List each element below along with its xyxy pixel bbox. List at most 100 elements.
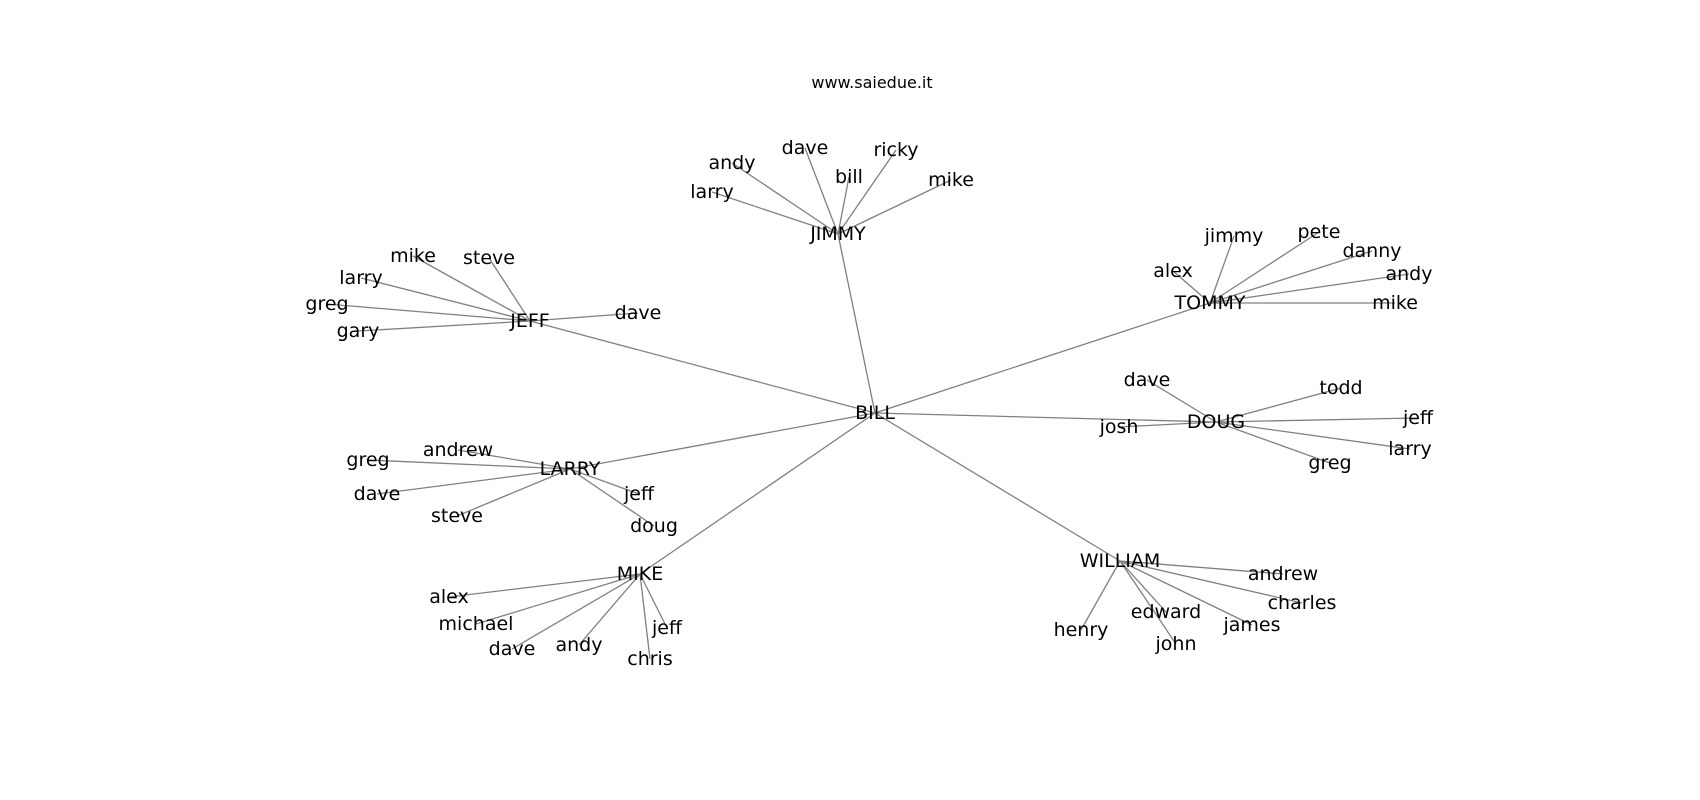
site-title: www.saiedue.it [811,73,932,92]
edge-william-john [1119,560,1177,645]
leaf-node-tommy-mike: mike [1372,292,1418,314]
leaf-node-mike-andy: andy [556,634,603,656]
edge-jimmy-dave [804,147,839,235]
hub-node-mike: MIKE [617,563,663,585]
leaf-node-jimmy-andy: andy [709,152,756,174]
leaf-node-jeff-greg: greg [305,293,348,315]
edge-tommy-pete [1209,231,1320,304]
leaf-node-larry-greg: greg [346,449,389,471]
leaf-node-tommy-pete: pete [1298,221,1341,243]
edge-mike-andy [578,573,641,646]
leaf-node-william-andrew: andrew [1248,563,1318,585]
edge-doug-todd [1215,387,1342,423]
edge-larry-dave [376,468,571,495]
edge-mike-dave [511,573,641,650]
leaf-node-jeff-larry: larry [339,267,382,289]
leaf-node-tommy-danny: danny [1342,240,1401,262]
leaf-node-tommy-jimmy: jimmy [1204,225,1264,247]
hub-node-william: WILLIAM [1080,550,1161,572]
edge-larry-greg [367,459,571,470]
hub-node-tommy: TOMMY [1174,292,1246,314]
edge-larry-andrew [457,449,571,470]
leaf-node-jeff-mike: mike [390,245,436,267]
edge-jeff-steve [488,257,531,322]
leaf-node-larry-dave: dave [354,483,401,505]
edge-doug-larry [1215,421,1411,450]
edge-jeff-gary [357,320,531,332]
edges-layer [326,147,1419,660]
leaf-node-mike-chris: chris [627,648,672,670]
edge-jeff-dave [529,312,639,322]
edge-root-tommy [874,302,1211,414]
leaf-node-mike-jeff: jeff [651,617,683,639]
leaf-node-mike-dave: dave [489,638,536,660]
edge-jeff-larry [360,277,531,322]
edge-mike-chris [639,573,651,660]
hub-node-larry: LARRY [540,458,601,480]
edge-mike-alex [448,573,641,598]
edge-jimmy-andy [731,162,839,235]
leaf-node-william-john: john [1155,633,1197,655]
hub-node-doug: DOUG [1187,411,1245,433]
edge-jimmy-ricky [837,149,897,235]
edge-william-james [1119,560,1253,626]
leaf-node-tommy-alex: alex [1153,260,1193,282]
leaf-node-william-charles: charles [1268,592,1337,614]
edge-mike-jeff [639,573,668,629]
leaf-node-larry-doug: doug [630,515,678,537]
leaf-node-mike-alex: alex [429,586,469,608]
leaf-node-doug-dave: dave [1124,369,1171,391]
edge-tommy-danny [1209,250,1373,304]
leaf-node-jeff-gary: gary [337,320,380,342]
leaf-node-doug-larry: larry [1388,438,1431,460]
edge-larry-steve [456,468,571,517]
leaf-node-jeff-dave: dave [615,302,662,324]
hub-node-jimmy: JIMMY [809,223,866,245]
edge-william-henry [1080,560,1121,631]
root-node-label: BILL [855,402,895,424]
leaf-node-william-henry: henry [1054,619,1109,641]
edge-root-jimmy [837,233,876,414]
leaf-node-tommy-andy: andy [1386,263,1433,285]
edge-tommy-jimmy [1209,235,1235,304]
leaf-node-larry-steve: steve [431,505,483,527]
leaf-node-william-edward: edward [1131,601,1201,623]
leaf-node-doug-jeff: jeff [1402,407,1434,429]
edge-jeff-mike [412,255,531,322]
edge-william-charles [1119,560,1303,604]
leaf-node-larry-jeff: jeff [623,483,655,505]
leaf-node-jeff-steve: steve [463,247,515,269]
edge-tommy-andy [1209,273,1410,304]
edge-doug-jeff [1215,417,1419,423]
edge-doug-josh [1118,421,1217,428]
leaf-node-mike-michael: michael [439,613,514,635]
edge-william-andrew [1119,560,1284,575]
leaf-node-jimmy-larry: larry [690,181,733,203]
leaf-node-jimmy-dave: dave [782,137,829,159]
leaf-node-william-james: james [1222,614,1280,636]
leaf-node-doug-josh: josh [1099,416,1139,438]
edge-william-edward [1119,560,1167,613]
leaf-node-jimmy-bill: bill [835,166,863,188]
edge-root-mike [639,412,876,575]
edge-doug-dave [1146,379,1217,423]
edge-root-william [874,412,1121,562]
edge-mike-michael [475,573,641,625]
edge-jeff-greg [326,303,531,322]
edge-larry-doug [569,468,655,527]
hub-node-jeff: JEFF [509,310,549,332]
leaf-node-larry-andrew: andrew [423,439,493,461]
leaf-node-doug-greg: greg [1308,452,1351,474]
edge-root-doug [874,412,1217,423]
edge-jimmy-larry [711,191,839,235]
edge-root-jeff [529,320,876,414]
edge-root-larry [569,412,876,470]
edge-jimmy-mike [837,179,952,235]
edge-larry-jeff [569,468,640,495]
leaf-node-jimmy-ricky: ricky [873,139,918,161]
edge-tommy-alex [1172,270,1211,304]
edge-jimmy-bill [837,176,850,235]
leaf-node-jimmy-mike: mike [928,169,974,191]
